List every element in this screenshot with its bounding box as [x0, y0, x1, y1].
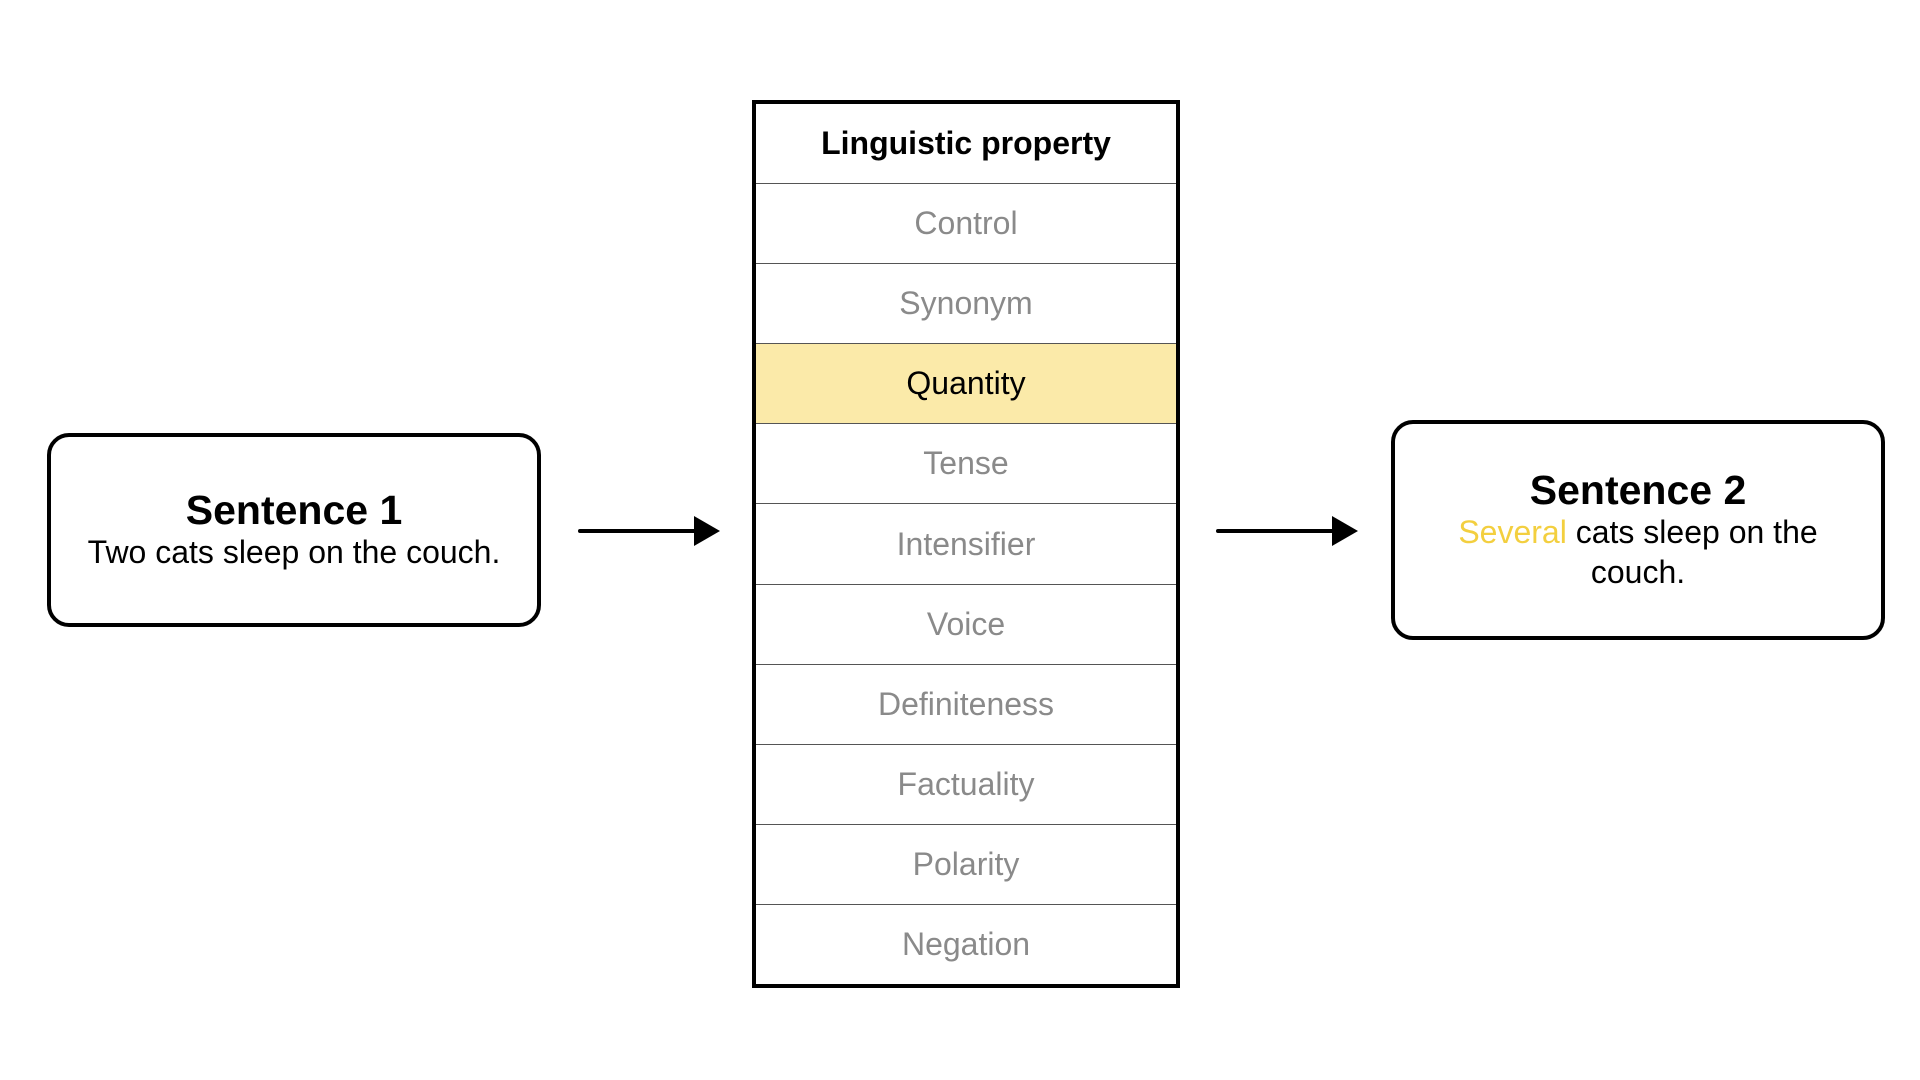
- sentence-2-text: Several cats sleep on the couch.: [1438, 512, 1838, 592]
- arrow-right-icon: [1216, 516, 1358, 546]
- sentence-1-box: Sentence 1 Two cats sleep on the couch.: [47, 433, 541, 627]
- table-header: Linguistic property: [821, 125, 1111, 162]
- linguistic-property-table: Linguistic property Control Synonym Quan…: [752, 100, 1180, 988]
- sentence-1-text: Two cats sleep on the couch.: [87, 534, 501, 571]
- property-row-voice: Voice: [756, 583, 1176, 664]
- property-row-intensifier: Intensifier: [756, 503, 1176, 583]
- property-row-definiteness: Definiteness: [756, 663, 1176, 744]
- sentence-2-text-rest: cats sleep on the couch.: [1566, 514, 1818, 591]
- property-row-quantity: Quantity: [756, 343, 1176, 424]
- sentence-2-title: Sentence 2: [1529, 466, 1747, 513]
- property-row-synonym: Synonym: [756, 263, 1176, 343]
- sentence-1-title: Sentence 1: [185, 486, 403, 533]
- highlighted-word: Several: [1458, 514, 1567, 551]
- property-row-tense: Tense: [756, 423, 1176, 503]
- arrow-right-icon: [578, 516, 720, 546]
- property-row-factuality: Factuality: [756, 743, 1176, 824]
- property-row-negation: Negation: [756, 903, 1176, 984]
- property-row-polarity: Polarity: [756, 823, 1176, 904]
- sentence-2-box: Sentence 2 Several cats sleep on the cou…: [1391, 420, 1885, 640]
- property-row-control: Control: [756, 183, 1176, 263]
